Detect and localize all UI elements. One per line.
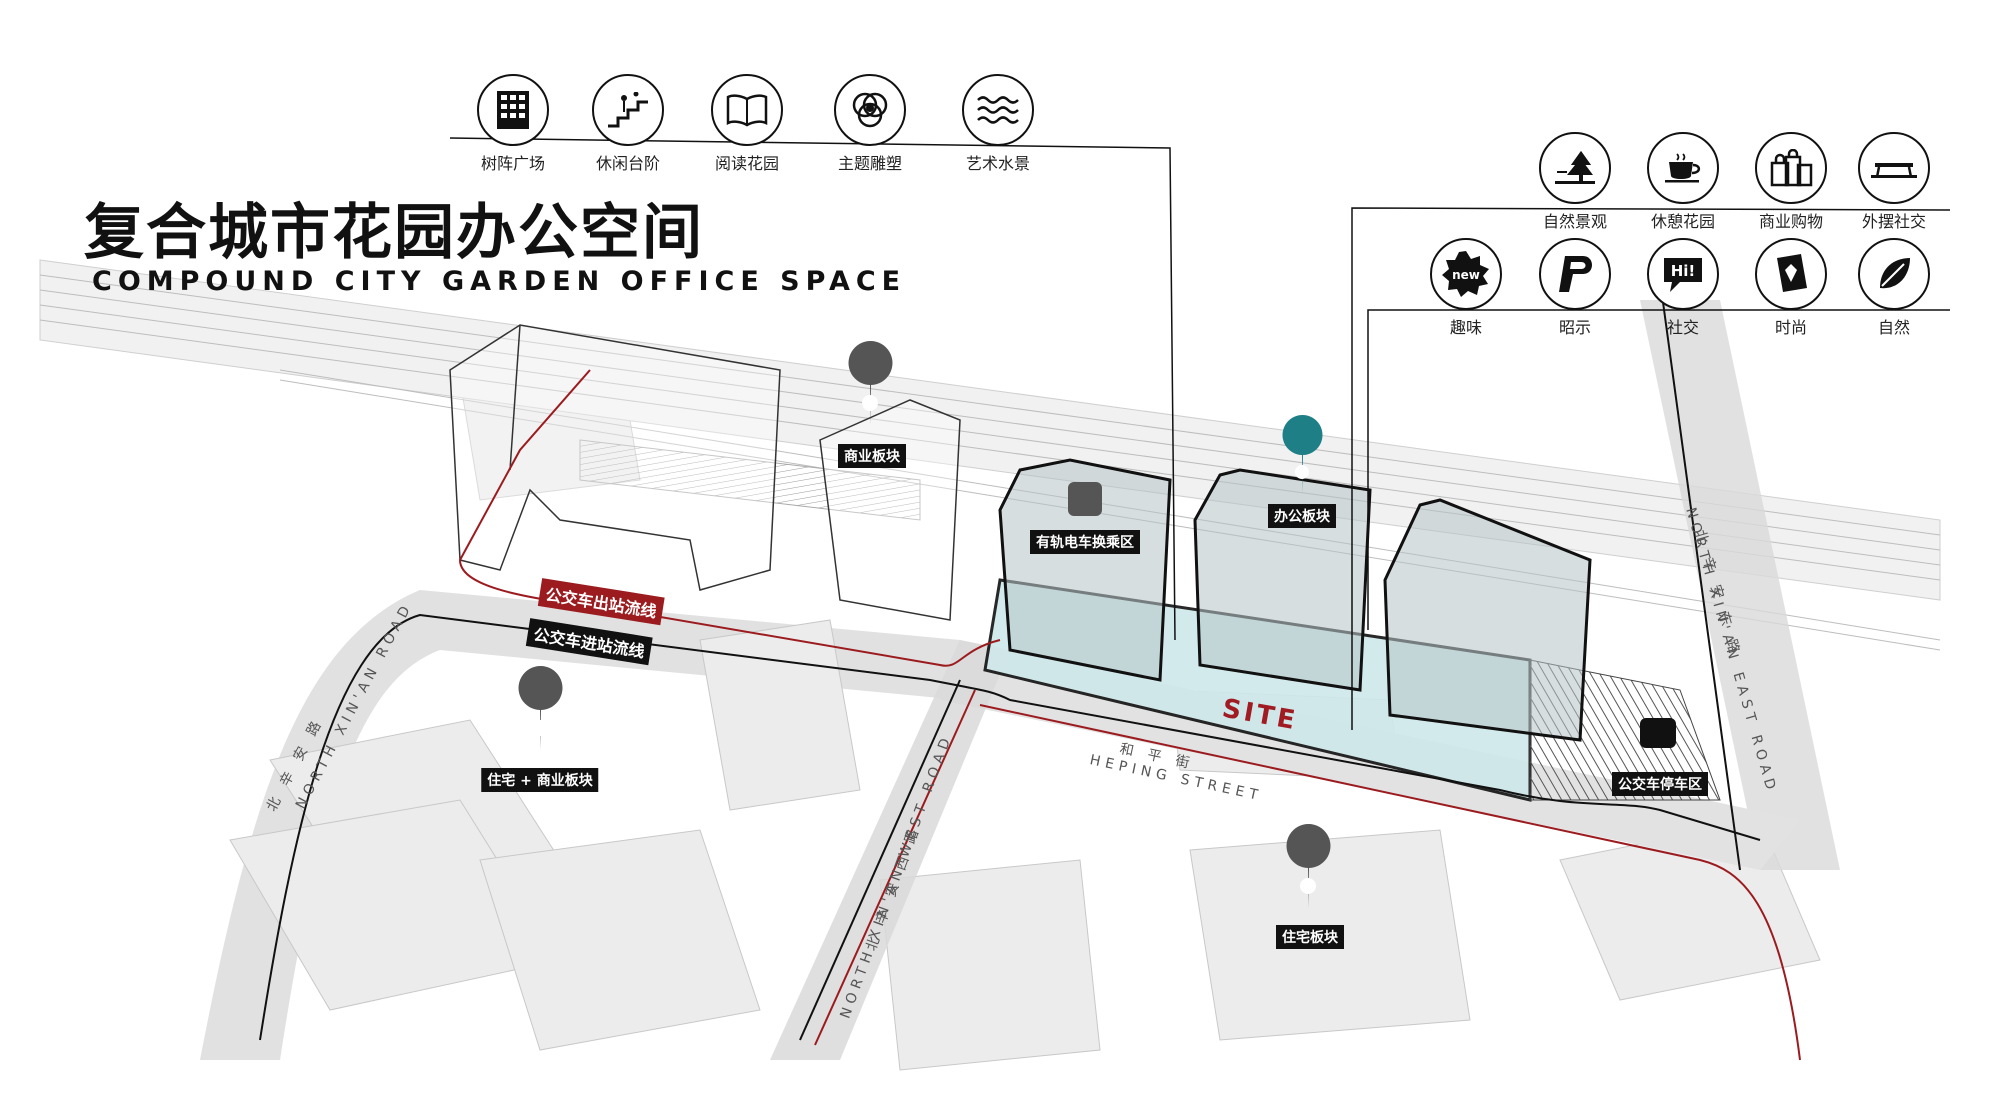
icon-label: 商业购物 <box>1758 212 1823 231</box>
heping-route-red <box>979 704 1801 1061</box>
zone-bus-parking-tag: 公交车停车区 <box>1612 772 1708 796</box>
icon-item-stairs: 休闲台阶 <box>588 74 668 174</box>
west-route-red <box>814 689 976 1046</box>
icon-label: 昭示 <box>1558 318 1591 337</box>
icon-item-coffee: 休憩花园 <box>1643 132 1723 232</box>
signage-icon <box>1539 238 1611 310</box>
icon-label: 趣味 <box>1449 318 1482 337</box>
icon-label: 休闲台阶 <box>595 154 660 173</box>
outdoor-seating-icon <box>1858 132 1930 204</box>
icon-item-signage: 昭示 <box>1535 238 1615 338</box>
sculpture-icon <box>834 74 906 146</box>
stairs-icon <box>592 74 664 146</box>
icon-item-outdoor: 外摆社交 <box>1854 132 1934 232</box>
icon-label: 自然 <box>1877 318 1910 337</box>
icon-item-book: 阅读花园 <box>707 74 787 174</box>
icon-item-leaf: 自然 <box>1854 238 1934 338</box>
tram-icon <box>1068 482 1102 516</box>
pine-tree-icon <box>1539 132 1611 204</box>
icon-item-pine-tree: 自然景观 <box>1535 132 1615 232</box>
map-pins <box>518 341 1331 908</box>
book-icon <box>711 74 783 146</box>
icon-item-water: 艺术水景 <box>958 74 1038 174</box>
page-subtitle: COMPOUND CITY GARDEN OFFICE SPACE <box>92 266 907 297</box>
icon-item-shopping: 商业购物 <box>1751 132 1831 232</box>
bus-in-route <box>259 613 1761 1041</box>
icon-label: 自然景观 <box>1542 212 1607 231</box>
icon-label: 树阵广场 <box>480 154 545 173</box>
coffee-cup-icon <box>1647 132 1719 204</box>
icon-item-new: new 趣味 <box>1426 238 1506 338</box>
tree-array-icon <box>477 74 549 146</box>
icon-item-sculpture: 主题雕塑 <box>830 74 910 174</box>
svg-text:new: new <box>1452 268 1480 282</box>
west-route <box>799 679 961 1041</box>
icon-item-tree-array: 树阵广场 <box>473 74 553 174</box>
zone-tram-tag: 有轨电车换乘区 <box>1030 530 1140 554</box>
zone-residential-tag: 住宅板块 <box>1276 925 1344 949</box>
icon-label: 阅读花园 <box>714 154 779 173</box>
zone-office-tag: 办公板块 <box>1268 504 1336 528</box>
station-canopy <box>579 439 921 521</box>
icon-label: 主题雕塑 <box>837 154 902 173</box>
water-icon <box>962 74 1034 146</box>
shopping-bags-icon <box>1755 132 1827 204</box>
east-vertical-route <box>1659 279 1741 871</box>
icon-label: 艺术水景 <box>965 154 1030 173</box>
page-title: 复合城市花园办公空间 <box>84 198 704 268</box>
leaf-icon <box>1858 238 1930 310</box>
east-road-band <box>1640 300 1840 870</box>
icon-label: 时尚 <box>1774 318 1807 337</box>
icon-label: 休憩花园 <box>1650 212 1715 231</box>
svg-text:Hi!: Hi! <box>1671 262 1696 280</box>
new-badge-icon: new <box>1430 238 1502 310</box>
zone-residential-commercial-tag: 住宅 + 商业板块 <box>481 768 599 792</box>
icon-item-social: Hi! 社交 <box>1643 238 1723 338</box>
icon-item-fashion: 时尚 <box>1751 238 1831 338</box>
icon-label: 社交 <box>1666 318 1699 337</box>
callout-lines <box>449 137 1951 730</box>
fashion-icon <box>1755 238 1827 310</box>
bus-icon <box>1640 718 1676 748</box>
chat-bubble-icon: Hi! <box>1647 238 1719 310</box>
north-xinan-road-band <box>200 590 960 1060</box>
icon-label: 外摆社交 <box>1861 212 1926 231</box>
zone-commercial-tag: 商业板块 <box>838 444 906 468</box>
